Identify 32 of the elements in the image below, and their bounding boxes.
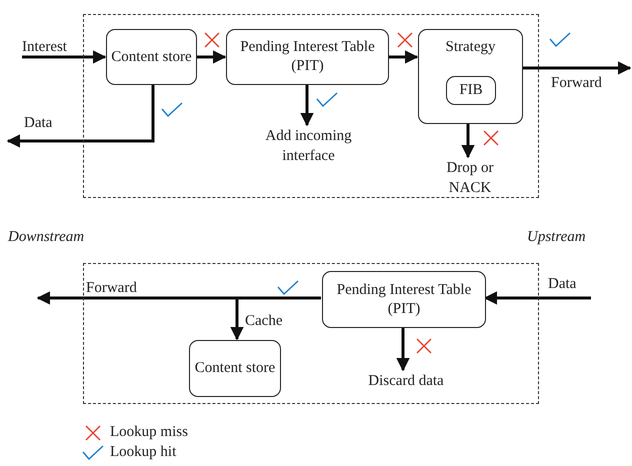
process-box: FIB [446, 76, 496, 105]
edge-label: Data [548, 275, 576, 293]
edge-label: Interest [22, 38, 67, 56]
edge-label: Forward [551, 74, 602, 92]
dashed-boundary [83, 263, 539, 404]
process-box: Pending Interest Table (PIT) [226, 29, 389, 85]
dashed-boundary [83, 14, 539, 198]
arrow [196, 50, 226, 64]
legend-label: Lookup hit [110, 443, 176, 461]
process-box [418, 29, 523, 124]
edge-label: Forward [86, 279, 137, 297]
process-box: Content store [189, 340, 281, 397]
edge-label: Cache [245, 312, 282, 330]
arrow [6, 84, 154, 148]
process-box: Content store [106, 29, 197, 85]
output-text: Drop or NACK [439, 158, 501, 200]
output-text: Discard data [351, 371, 461, 393]
direction-label: Upstream [527, 228, 586, 246]
arrow [522, 61, 632, 75]
output-text: Add incoming interface [251, 126, 366, 168]
legend-label: Lookup miss [110, 423, 188, 441]
arrow [22, 50, 106, 64]
process-box: Pending Interest Table (PIT) [322, 271, 486, 328]
box-label: Strategy [446, 38, 496, 57]
arrow [396, 327, 410, 372]
arrow [461, 123, 475, 158]
arrow [230, 296, 321, 340]
direction-label: Downstream [8, 228, 84, 246]
arrow [300, 84, 314, 126]
arrow [388, 50, 418, 64]
edge-label: Data [24, 114, 52, 132]
arrow [484, 291, 591, 305]
